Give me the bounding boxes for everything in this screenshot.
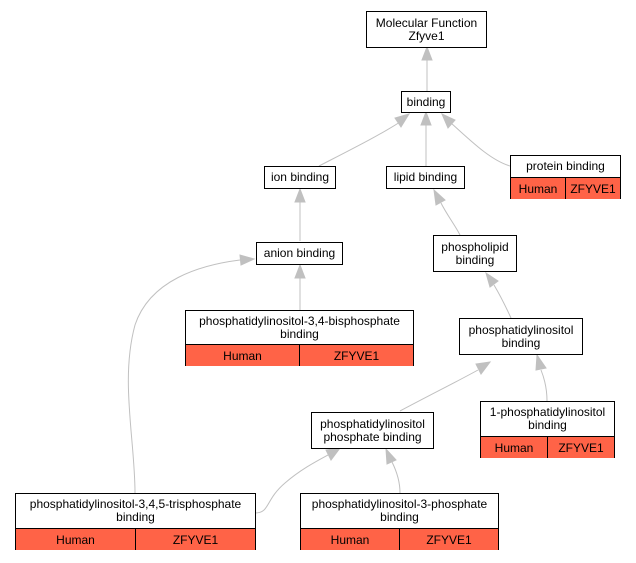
annotation-species: Human (186, 345, 299, 366)
node-label-line-1: 1-phosphatidylinositol (489, 405, 606, 419)
arrowhead-pi34bp-to-anion (294, 263, 306, 279)
arrowhead-pi345tp-to-pip (325, 447, 342, 461)
node-lipid-binding[interactable]: lipid binding (386, 166, 465, 189)
edge-protein-to-binding (450, 122, 511, 167)
edge-pi345tp-to-pip (254, 454, 329, 514)
node-label-line-1: phosphatidylinositol (468, 322, 574, 337)
arrowhead-pi3p-to-pip (385, 447, 397, 465)
node-label-line-2: binding (116, 510, 155, 524)
arrowhead-ion-to-binding (394, 113, 411, 128)
node-label-line-2: binding (501, 335, 541, 350)
annotation-gene: ZFYVE1 (135, 529, 255, 550)
node-label-line-1: phosphatidylinositol-3-phosphate (311, 497, 488, 511)
node-label-line-1: phosphatidylinositol-3,4,5-trisphosphate (29, 497, 242, 511)
edge-pi3p-to-pip (391, 461, 401, 494)
annotation-species: Human (16, 529, 135, 550)
node-pi-binding[interactable]: phosphatidylinositol binding (459, 318, 583, 355)
node-label-line-2: phosphate binding (323, 429, 422, 444)
node-pi3p-binding[interactable]: phosphatidylinositol-3-phosphate binding… (300, 493, 499, 550)
arrowhead-pip-to-pi (475, 361, 492, 375)
node-binding[interactable]: binding (401, 91, 451, 113)
edge-pi-to-phospholipid (493, 284, 512, 319)
arrowhead-protein-to-binding (441, 113, 456, 129)
node-pi34bp-binding[interactable]: phosphatidylinositol-3,4-bisphosphate bi… (185, 310, 414, 366)
arrowhead-anion-to-ion (294, 187, 306, 203)
annotation-gene: ZFYVE1 (299, 345, 413, 366)
annotation-gene: ZFYVE1 (399, 529, 498, 550)
node-label-line-2: binding (528, 418, 567, 432)
node-label-line-2: binding (280, 326, 319, 341)
node-label-line-1: anion binding (263, 246, 336, 260)
annotation-species: Human (301, 529, 399, 550)
node-label-line-1: binding (406, 94, 446, 109)
node-ion-binding[interactable]: ion binding (264, 166, 336, 189)
arrowhead-pi345tp-to-anion (239, 254, 256, 266)
node-label-line-2: Zfyve1 (408, 28, 445, 43)
node-protein-binding[interactable]: protein binding Human ZFYVE1 (510, 155, 621, 199)
node-label-line-2: binding (455, 252, 495, 267)
node-molecular-function[interactable]: Molecular Function Zfyve1 (366, 11, 487, 48)
node-label-line-1: phosphatidylinositol (320, 416, 425, 431)
annotation-species: Human (511, 178, 565, 199)
node-label-line-2: binding (380, 510, 419, 524)
arrowhead-binding-to-mf (421, 45, 433, 61)
annotation-species: Human (481, 437, 547, 458)
node-label-line-1: phosphatidylinositol-3,4-bisphosphate (199, 313, 400, 328)
edge-pi1-to-pi (540, 369, 548, 402)
node-label-line-1: phospholipid (441, 239, 509, 254)
arrowhead-pi1-to-pi (535, 353, 547, 371)
arrowhead-pi-to-phospholipid (485, 271, 499, 288)
node-phospholipid-binding[interactable]: phospholipid binding (433, 235, 517, 272)
node-label-line-1: lipid binding (393, 170, 458, 184)
arrowhead-phospholipid-to-lipid (433, 188, 446, 206)
node-anion-binding[interactable]: anion binding (256, 242, 343, 265)
node-label-line-1: Molecular Function (375, 15, 478, 30)
node-pi1-binding[interactable]: 1-phosphatidylinositol binding Human ZFY… (480, 401, 615, 458)
edge-ion-to-binding (318, 121, 401, 167)
arrowhead-lipid-to-binding (420, 110, 432, 126)
edge-phospholipid-to-lipid (440, 202, 461, 236)
node-pip-binding[interactable]: phosphatidylinositol phosphate binding (311, 412, 434, 449)
node-pi345tp-binding[interactable]: phosphatidylinositol-3,4,5-trisphosphate… (15, 493, 256, 550)
edge-pip-to-pi (399, 369, 479, 412)
node-label-line-1: ion binding (270, 170, 330, 184)
annotation-gene: ZFYVE1 (547, 437, 614, 458)
edge-pi345tp-to-anion (127, 259, 241, 494)
annotation-gene: ZFYVE1 (565, 178, 620, 199)
node-label-line-1: protein binding (526, 159, 605, 173)
